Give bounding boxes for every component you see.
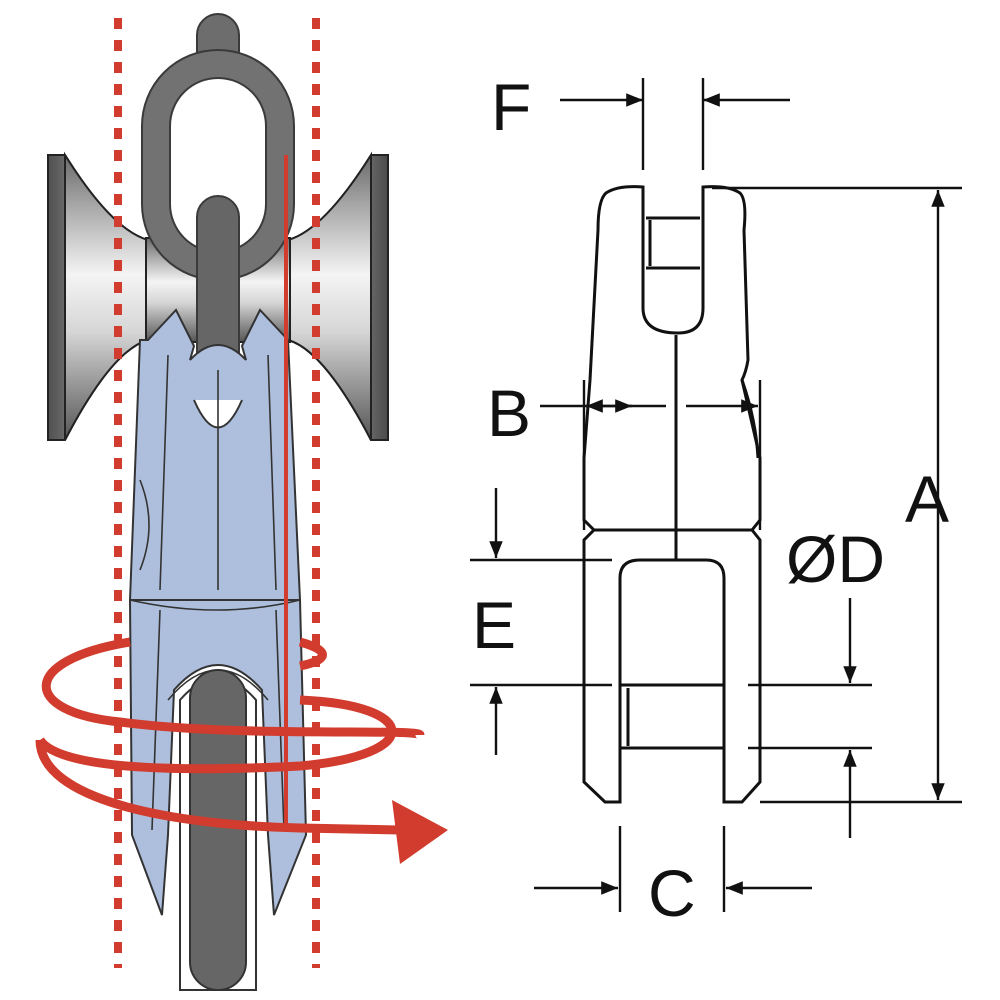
dimension-label-a: A xyxy=(905,462,949,536)
roller-left-cone xyxy=(64,151,149,441)
dimension-labels: F A B ØD E C xyxy=(472,70,949,930)
dimension-label-e: E xyxy=(472,588,516,662)
clearance-guides xyxy=(114,18,320,968)
lower-fork-outline xyxy=(582,528,762,804)
dimension-label-b: B xyxy=(487,376,531,450)
rotation-arrow xyxy=(35,637,448,864)
roller-right-cone xyxy=(287,151,372,441)
lower-fork xyxy=(582,528,762,804)
upper-fork xyxy=(582,185,762,560)
dimension-label-f: F xyxy=(491,70,531,144)
dimension-lines xyxy=(470,78,962,912)
dimension-label-c: C xyxy=(648,856,696,930)
dimension-label-d: ØD xyxy=(786,522,885,596)
upper-fork-outline xyxy=(582,185,762,532)
swivel-body xyxy=(128,308,308,991)
technical-drawing xyxy=(582,185,762,804)
anchor-shank xyxy=(189,669,247,991)
swivel-illustration xyxy=(35,13,448,991)
